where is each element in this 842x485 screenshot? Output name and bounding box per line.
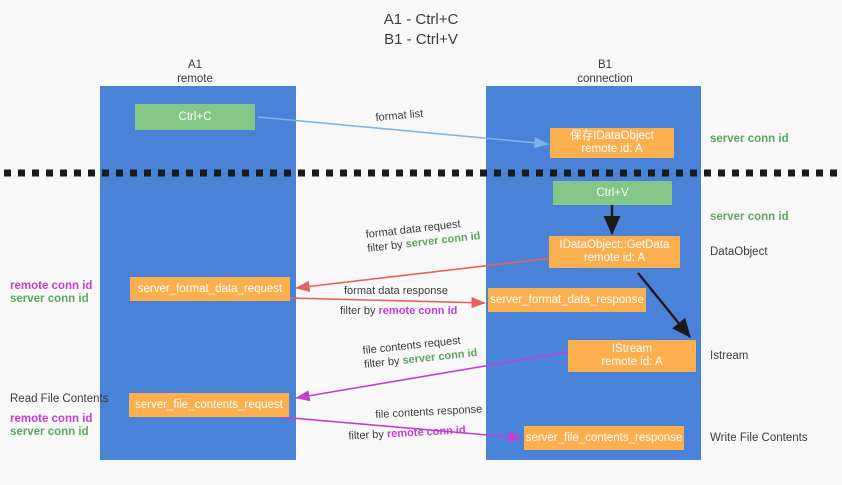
label-dataobject: DataObject (710, 246, 768, 258)
column-header-a1-sub: remote (177, 73, 213, 85)
column-header-b1-name: B1 (597, 59, 613, 71)
label-read-file-contents: Read File Contents (10, 393, 109, 405)
filter-key-remote-conn-id: remote conn id (386, 424, 466, 441)
node-istream-line2: remote id: A (601, 356, 663, 368)
filter-by-text: filter by (340, 305, 379, 317)
edge-caption-format-data-response-line2: filter by remote conn id (340, 304, 457, 318)
title-line-2: B1 - Ctrl+V (384, 31, 458, 48)
node-save-idataobject[interactable]: 保存IDataObject remote id: A (550, 128, 674, 158)
diagram-title: A1 - Ctrl+C B1 - Ctrl+V (0, 10, 842, 50)
label-write-file-contents: Write File Contents (710, 432, 808, 444)
edge-caption-format-data-response: format data response filter by remote co… (340, 284, 457, 318)
node-save-idataobject-line1: 保存IDataObject (570, 130, 654, 142)
node-idataobject-getdata-line1: IDataObject::GetData (559, 239, 670, 251)
node-ctrl-v-label: Ctrl+V (596, 186, 629, 199)
column-header-a1: A1 remote (120, 58, 270, 86)
label-remote-conn-id-1: remote conn id (10, 280, 93, 292)
node-save-idataobject-line2: remote id: A (581, 143, 643, 155)
label-server-conn-id-2: server conn id (10, 426, 89, 438)
node-idataobject-getdata[interactable]: IDataObject::GetData remote id: A (549, 236, 680, 268)
filter-by-text: filter by (366, 238, 407, 255)
edge-caption-file-contents-response-line1: file contents response (375, 403, 483, 421)
label-istream: Istream (710, 350, 749, 362)
node-server-format-data-response[interactable]: server_format_data_response (488, 288, 646, 312)
label-server-conn-id-mid: server conn id (710, 211, 789, 223)
column-header-a1-name: A1 (187, 59, 203, 71)
node-idataobject-getdata-line2: remote id: A (583, 252, 646, 264)
column-header-b1: B1 connection (530, 58, 680, 86)
edge-caption-format-list: format list (375, 107, 424, 125)
edge-caption-file-contents-response-line2: filter by remote conn id (348, 422, 484, 443)
title-line-1: A1 - Ctrl+C (383, 11, 459, 28)
filter-key-remote-conn-id: remote conn id (378, 305, 458, 317)
edge-caption-file-contents-response: file contents response filter by remote … (348, 402, 484, 442)
edge-caption-file-contents-request: file contents request filter by server c… (362, 332, 478, 372)
node-server-file-contents-response-label: server_file_contents_response (525, 431, 683, 444)
edge-caption-format-data-request: format data request filter by server con… (365, 215, 481, 256)
column-header-b1-sub: connection (577, 73, 633, 85)
node-server-format-data-request-label: server_format_data_request (137, 282, 283, 295)
node-ctrl-v[interactable]: Ctrl+V (553, 181, 672, 205)
filter-by-text: filter by (348, 428, 388, 443)
node-server-format-data-response-label: server_format_data_response (490, 293, 644, 306)
label-server-conn-id-1: server conn id (10, 293, 89, 305)
node-ctrl-c[interactable]: Ctrl+C (135, 104, 255, 130)
label-server-conn-id-top: server conn id (710, 133, 789, 145)
node-server-format-data-request[interactable]: server_format_data_request (130, 277, 290, 301)
node-istream-line1: IStream (611, 343, 653, 355)
edge-caption-format-list-text: format list (375, 107, 424, 124)
node-server-file-contents-response[interactable]: server_file_contents_response (524, 426, 684, 450)
filter-by-text: filter by (363, 354, 404, 371)
edge-caption-format-data-response-line1: format data response (344, 285, 448, 297)
node-istream[interactable]: IStream remote id: A (568, 340, 696, 372)
label-remote-conn-id-2: remote conn id (10, 413, 93, 425)
node-server-file-contents-request-label: server_file_contents_request (135, 398, 283, 411)
node-ctrl-c-label: Ctrl+C (178, 110, 212, 123)
node-server-file-contents-request[interactable]: server_file_contents_request (129, 393, 289, 417)
